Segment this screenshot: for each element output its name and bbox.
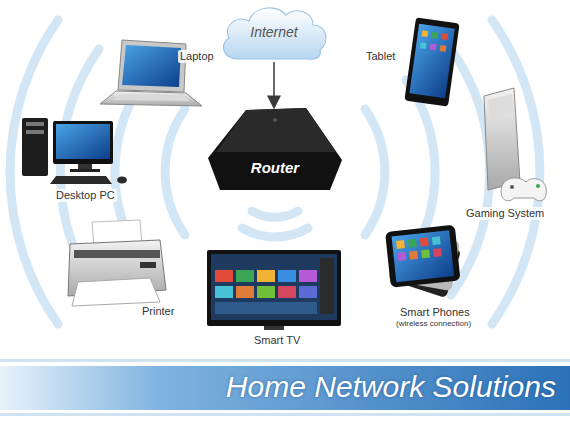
smart-phones-icon [385,225,461,298]
router-shape [206,108,344,192]
device-label: Desktop PC [54,189,117,202]
connector-arrow [273,62,275,108]
device-label: Tablet [364,50,397,63]
device-label: Laptop [178,50,216,63]
node-text: Internet [250,24,297,40]
desktop-pc-icon [22,118,127,184]
device-label: Smart Phones [398,306,472,319]
device-label: Smart TV [252,334,302,347]
wireless-waves [10,20,540,324]
banner-title: Home Network Solutions [226,369,556,405]
gaming-console-icon [484,88,546,201]
device-label: Printer [140,305,176,318]
tablet-icon [404,17,459,106]
smart-tv-icon [207,250,341,330]
device-label: (wireless connection) [394,319,473,328]
printer-icon [68,220,166,306]
cloud-node: Internet [218,2,330,62]
title-banner [0,359,570,416]
router-node: Router [206,108,344,192]
node-text: Router [251,159,299,176]
device-label: Gaming System [464,207,546,220]
